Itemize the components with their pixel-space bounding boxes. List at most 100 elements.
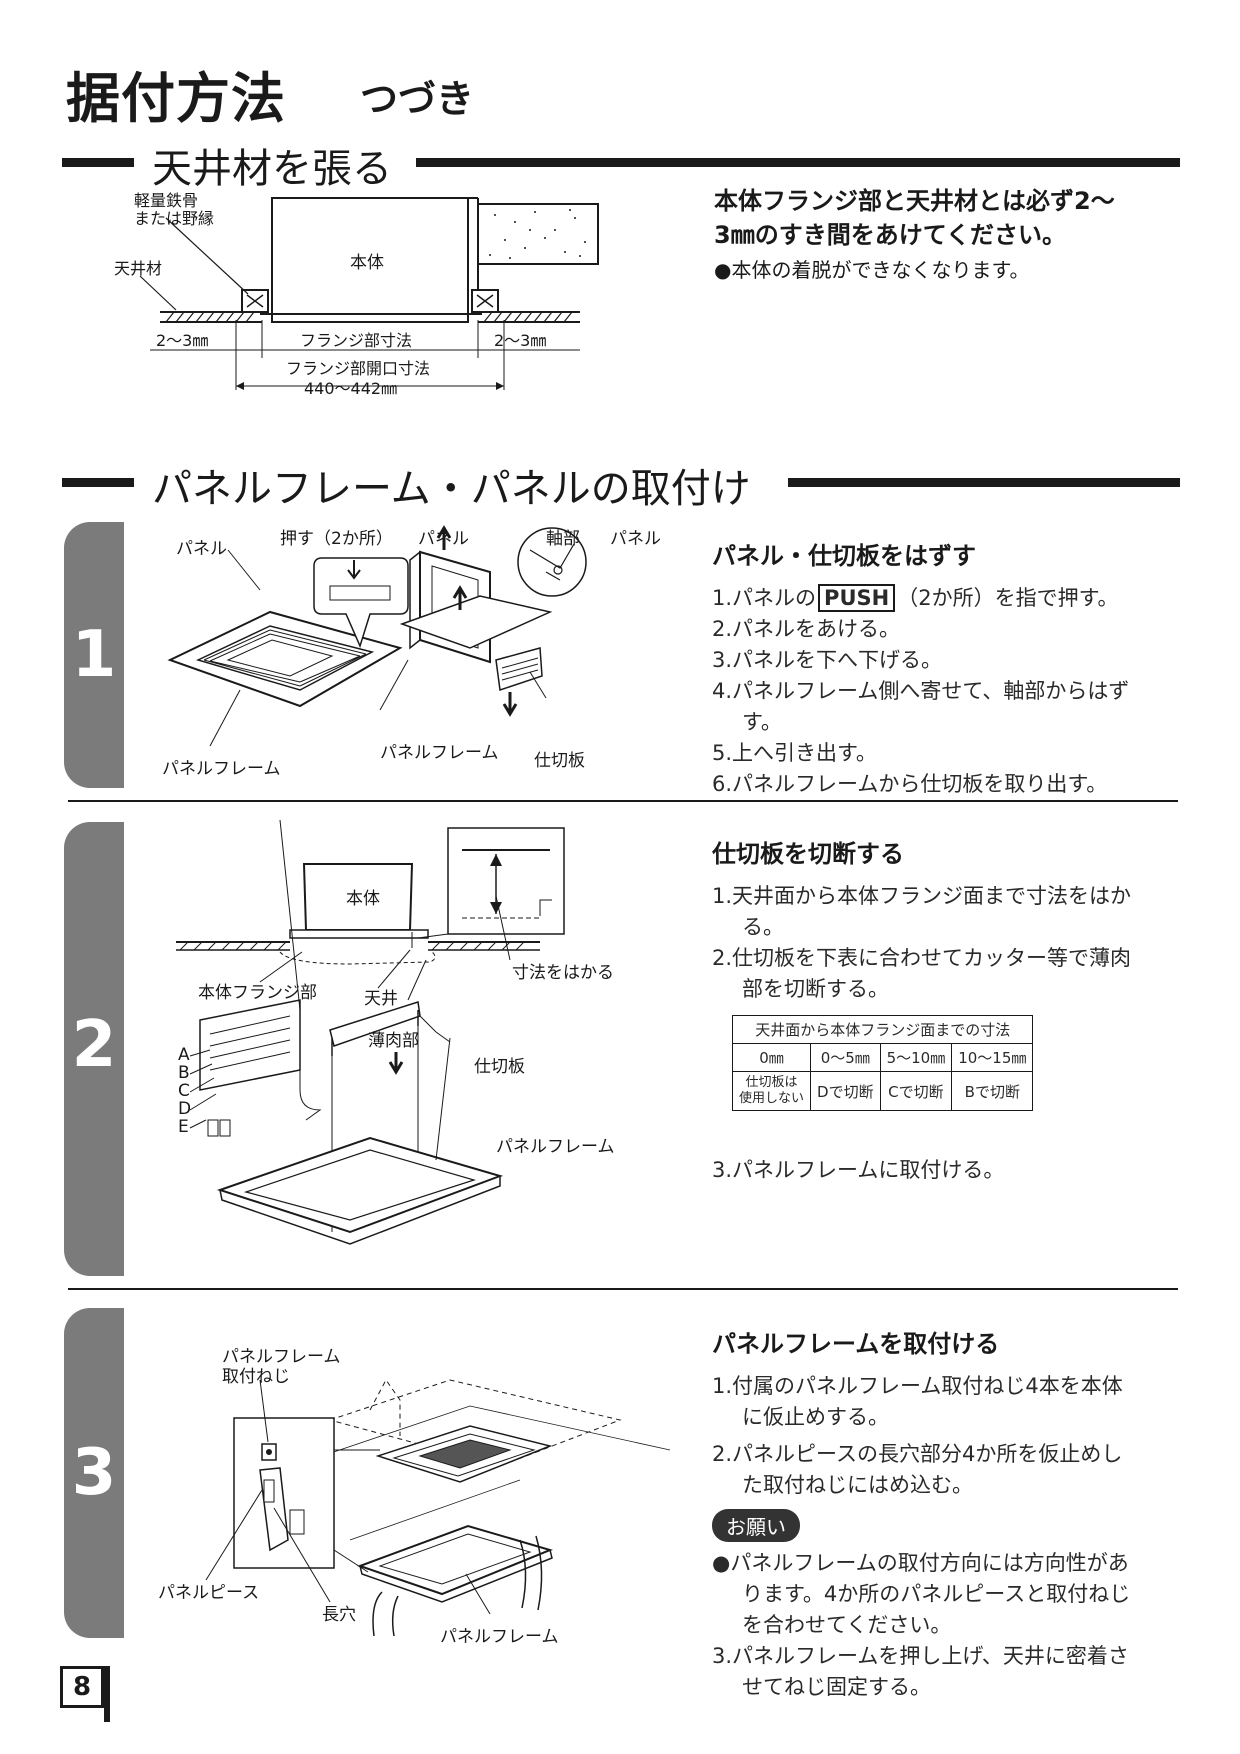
label-gap-left: 2～3㎜	[156, 331, 208, 350]
step2-line2-cont: 部を切断する。	[742, 977, 889, 1001]
page-number: 8	[60, 1666, 104, 1708]
section-title-ceiling: 天井材を張る	[152, 146, 392, 192]
label-divider: 仕切板	[534, 751, 585, 771]
step1-line2: 2.パネルをあける。	[712, 617, 901, 641]
label-measure: 寸法をはかる	[512, 963, 614, 983]
cut-table-header: 天井面から本体フランジ面までの寸法	[731, 1015, 1034, 1044]
step1-title: パネル・仕切板をはずす	[712, 542, 976, 570]
cut-table-unused-line2: 使用しない	[739, 1091, 805, 1106]
label-frame: 軽量鉄骨	[134, 191, 198, 210]
label-screw-line2: 取付ねじ	[222, 1367, 290, 1387]
step1-line3: 3.パネルを下へ下げる。	[712, 648, 943, 672]
section-heading-panel: パネルフレーム・パネルの取付け	[62, 456, 1180, 512]
label-panel: パネル	[176, 539, 227, 559]
cut-table-cell-unused: 仕切板は使用しない	[731, 1071, 812, 1111]
step3-bullet-cont1: ります。4か所のパネルピースと取付ねじ	[742, 1582, 1131, 1606]
page-number-bar	[104, 1666, 110, 1722]
cut-table-col: 0～5㎜	[810, 1043, 881, 1072]
label-body: 本体	[350, 253, 384, 273]
step1-line4: 4.パネルフレーム側へ寄せて、軸部からはず	[712, 679, 1130, 703]
cut-table-col: 5～10㎜	[879, 1043, 953, 1072]
cut-table-col: 0㎜	[731, 1043, 812, 1072]
step1-line1-post: （2か所）を指で押す。	[897, 586, 1119, 610]
label-ceiling: 天井	[364, 989, 398, 1009]
letter-d: D	[178, 1099, 191, 1119]
step-number-1: 1	[71, 618, 117, 692]
step2-diagram: 本体 本体フランジ部 天井 寸法をはかる 薄肉部 仕切板 パネルフレーム A B…	[176, 820, 615, 1245]
label-flange-size: フランジ部寸法	[300, 331, 412, 350]
step2-instructions: 仕切板を切断する 1.天井面から本体フランジ面まで寸法をはか る。 2.仕切板を…	[712, 834, 1192, 1186]
cut-table-cell: Bで切断	[951, 1071, 1034, 1111]
step3-line2: 2.パネルピースの長穴部分4か所を仮止めし	[712, 1442, 1123, 1466]
label-shaft: 軸部	[546, 529, 580, 549]
label-slot: 長穴	[322, 1605, 356, 1625]
step1-line5: 5.上へ引き出す。	[712, 741, 877, 765]
heading-rule-left	[62, 478, 134, 487]
step1-diagram: パネル 押す（2か所） パネル 軸部 パネル パネルフレーム パネルフレーム 仕…	[162, 525, 661, 779]
step-tab-1: 1	[64, 522, 124, 788]
label-body: 本体	[346, 889, 380, 909]
ceiling-diagram: 軽量鉄骨 または野縁 天井材 本体 2～3㎜ フランジ部寸法 2～3㎜ フランジ…	[114, 191, 599, 398]
section-title-panel: パネルフレーム・パネルの取付け	[152, 466, 751, 512]
step2-line3: 3.パネルフレームに取付ける。	[712, 1158, 1005, 1182]
step2-line1-cont: る。	[742, 915, 784, 939]
cut-table-col: 10～15㎜	[951, 1043, 1034, 1072]
letter-b: B	[178, 1063, 190, 1083]
page-title: 据付方法	[66, 67, 286, 130]
step3-line2-cont: た取付ねじにはめ込む。	[742, 1473, 973, 1497]
cut-table-cell: Dで切断	[810, 1071, 881, 1111]
note-badge: お願い	[712, 1509, 800, 1542]
gap-note: 本体フランジ部と天井材とは必ず2～ 3㎜のすき間をあけてください。 ●本体の着脱…	[714, 184, 1194, 283]
step-number-3: 3	[71, 1436, 117, 1510]
step3-line1: 1.付属のパネルフレーム取付ねじ4本を本体	[712, 1374, 1123, 1398]
label-thin-part: 薄肉部	[368, 1031, 419, 1051]
label-panel-frame: パネルフレーム	[496, 1137, 615, 1157]
heading-rule-right	[416, 158, 1180, 167]
gap-note-line1: 本体フランジ部と天井材とは必ず2～	[714, 187, 1115, 215]
label-panel-piece: パネルピース	[158, 1583, 259, 1603]
heading-rule-left	[62, 158, 134, 167]
step3-title: パネルフレームを取付ける	[712, 1330, 1000, 1358]
step1-line1-pre: 1.パネルの	[712, 586, 817, 610]
step2-line2: 2.仕切板を下表に合わせてカッター等で薄肉	[712, 946, 1132, 970]
step-tab-3: 3	[64, 1308, 124, 1638]
cut-table: 天井面から本体フランジ面までの寸法 0㎜ 0～5㎜ 5～10㎜ 10～15㎜ 仕…	[731, 1015, 1034, 1111]
step3-line1-cont: に仮止めする。	[742, 1405, 889, 1429]
step1-line6: 6.パネルフレームから仕切板を取り出す。	[712, 772, 1108, 796]
label-body-flange: 本体フランジ部	[198, 983, 317, 1003]
label-panel-frame: パネルフレーム	[440, 1627, 559, 1647]
gap-note-line2: 3㎜のすき間をあけてください。	[714, 221, 1066, 249]
step-divider-1	[68, 800, 1178, 802]
heading-rule-right	[788, 478, 1180, 487]
step2-line1: 1.天井面から本体フランジ面まで寸法をはか	[712, 884, 1132, 908]
step2-title: 仕切板を切断する	[712, 840, 904, 868]
label-opening-size: フランジ部開口寸法	[286, 359, 430, 378]
label-opening-value: 440～442㎜	[304, 379, 397, 398]
label-screw-line1: パネルフレーム	[222, 1347, 341, 1367]
label-frame-left: パネルフレーム	[162, 759, 281, 779]
cut-table-cell: Cで切断	[879, 1071, 953, 1111]
section-heading-ceiling: 天井材を張る	[62, 136, 1180, 192]
page-subtitle: つづき	[360, 77, 475, 121]
step1-line4-cont: す。	[742, 710, 782, 734]
label-gap-right: 2～3㎜	[494, 331, 546, 350]
gap-note-bullet: ●本体の着脱ができなくなります。	[714, 258, 1030, 282]
label-frame-alt: または野縁	[134, 209, 214, 228]
step3-bullet: ●パネルフレームの取付方向には方向性があ	[712, 1551, 1129, 1575]
letter-e: E	[178, 1117, 189, 1137]
step3-diagram: パネルフレーム 取付ねじ パネルピース 長穴 パネルフレーム	[158, 1347, 671, 1647]
cut-table-unused-line1: 仕切板は	[745, 1075, 798, 1090]
letter-a: A	[178, 1045, 190, 1065]
letter-c: C	[178, 1081, 190, 1101]
push-label: PUSH	[818, 584, 896, 612]
step3-line3: 3.パネルフレームを押し上げ、天井に密着さ	[712, 1644, 1129, 1668]
step3-bullet-cont2: を合わせてください。	[742, 1613, 952, 1637]
label-push: 押す（2か所）	[280, 529, 393, 549]
step-number-2: 2	[71, 1008, 117, 1082]
step3-line3-cont: せてねじ固定する。	[742, 1675, 931, 1699]
step-divider-2	[68, 1288, 1178, 1290]
label-panel-shaft: パネル	[610, 529, 661, 549]
label-panel-open: パネル	[418, 529, 469, 549]
